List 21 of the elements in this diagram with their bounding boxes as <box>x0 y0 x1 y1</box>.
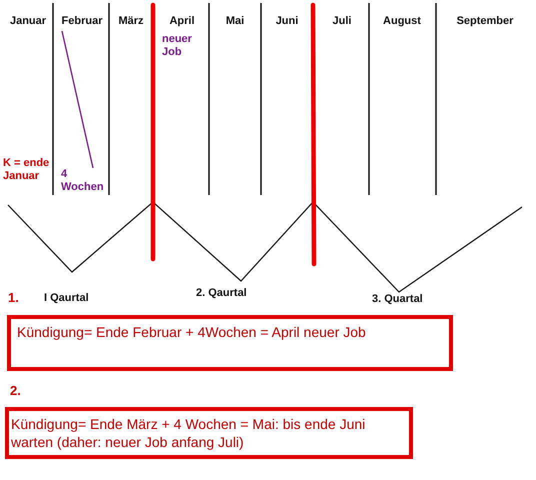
text-label: 4 Wochen <box>61 168 105 194</box>
text-label: Juli <box>332 15 352 28</box>
note-box <box>5 407 413 459</box>
text-label: März <box>117 15 145 28</box>
note-text: Kündigung= Ende Februar + 4Wochen = April neuer Job <box>17 323 367 342</box>
text-label: 3. Quartal <box>372 293 424 306</box>
text-label: 2. <box>10 383 22 399</box>
text-label: Mai <box>224 15 246 28</box>
text-label: Februar <box>60 15 104 28</box>
text-label: September <box>456 15 514 28</box>
text-label: 1. <box>8 290 20 306</box>
text-label: Januar <box>8 15 48 28</box>
text-label: K = ende Januar <box>3 157 50 184</box>
text-label: 2. Qaurtal <box>196 287 248 300</box>
text-label: Juni <box>274 15 300 28</box>
text-label: neuer Job <box>162 33 193 60</box>
text-label: April <box>168 15 196 28</box>
note-box <box>7 315 453 371</box>
text-label: August <box>382 15 422 28</box>
note-text: Kündigung= Ende März + 4 Wochen = Mai: bis ende Juni warten (daher: neuer Job anfang Juli) <box>11 415 366 452</box>
text-label: I Qaurtal <box>44 292 90 306</box>
